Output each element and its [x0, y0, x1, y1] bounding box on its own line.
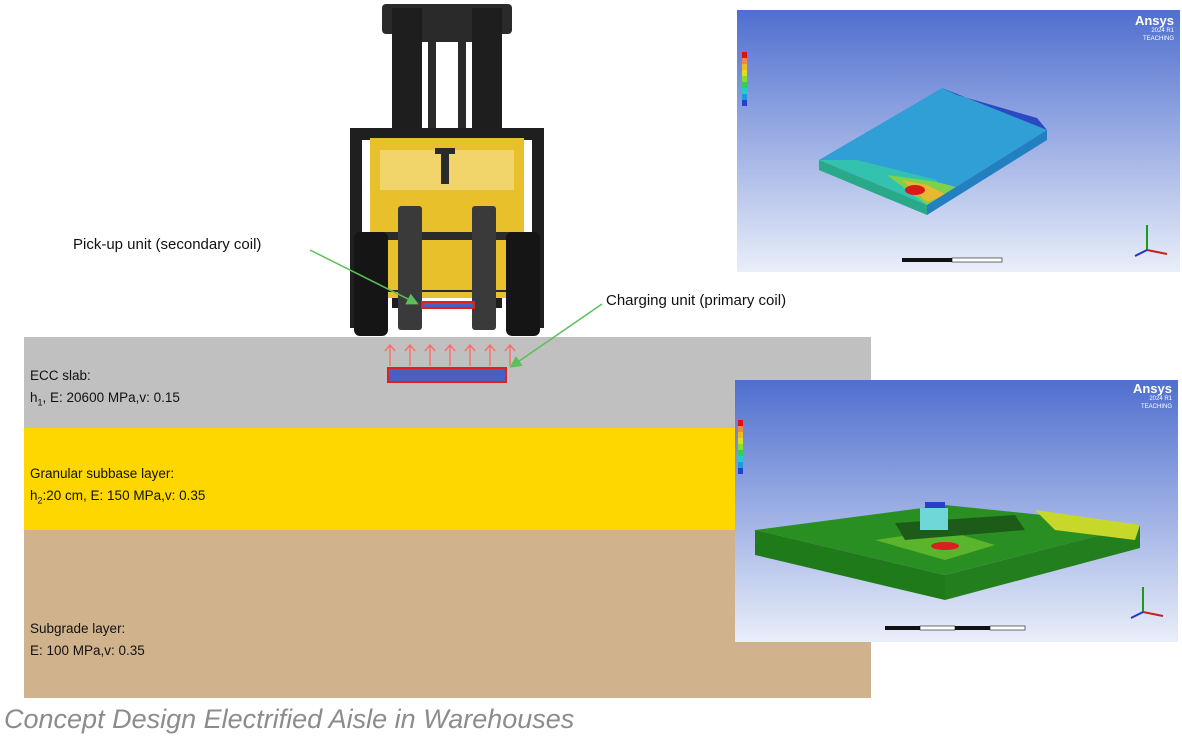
- subgrade-layer-props: E: 100 MPa,v: 0.35: [30, 643, 145, 658]
- ansys-license: TEACHING: [1142, 36, 1174, 42]
- ansys-simulation-assembly: Ansys 2024 R1 TEACHING: [735, 380, 1178, 642]
- subgrade-layer: [24, 530, 871, 698]
- ansys-simulation-slab: Ansys 2024 R1 TEACHING: [737, 10, 1180, 272]
- ansys-logo-text: Ansys: [1134, 13, 1174, 28]
- subgrade-layer-name: Subgrade layer:: [30, 621, 126, 636]
- forklift-illustration: [350, 4, 544, 336]
- granular-subbase-layer: [24, 428, 871, 530]
- ansys-version: 2024 R1: [1151, 28, 1174, 34]
- page-caption: Concept Design Electrified Aisle in Ware…: [4, 704, 575, 734]
- charging-coil: [387, 367, 507, 383]
- pickup-callout-line: [309, 249, 419, 305]
- granular-layer-name: Granular subbase layer:: [30, 466, 175, 481]
- ansys-license: TEACHING: [1140, 404, 1172, 410]
- charging-callout-line: [509, 303, 603, 368]
- granular-layer-props: h2:20 cm, E: 150 MPa,v: 0.35: [30, 488, 206, 506]
- ecc-slab-props: h1, E: 20600 MPa,v: 0.15: [30, 390, 180, 408]
- ansys-logo-text: Ansys: [1132, 381, 1172, 396]
- pickup-callout-label: Pick-up unit (secondary coil): [73, 236, 262, 253]
- charging-callout-label: Charging unit (primary coil): [606, 292, 787, 309]
- ecc-slab-name: ECC slab:: [30, 368, 91, 383]
- ansys-version: 2024 R1: [1149, 396, 1172, 402]
